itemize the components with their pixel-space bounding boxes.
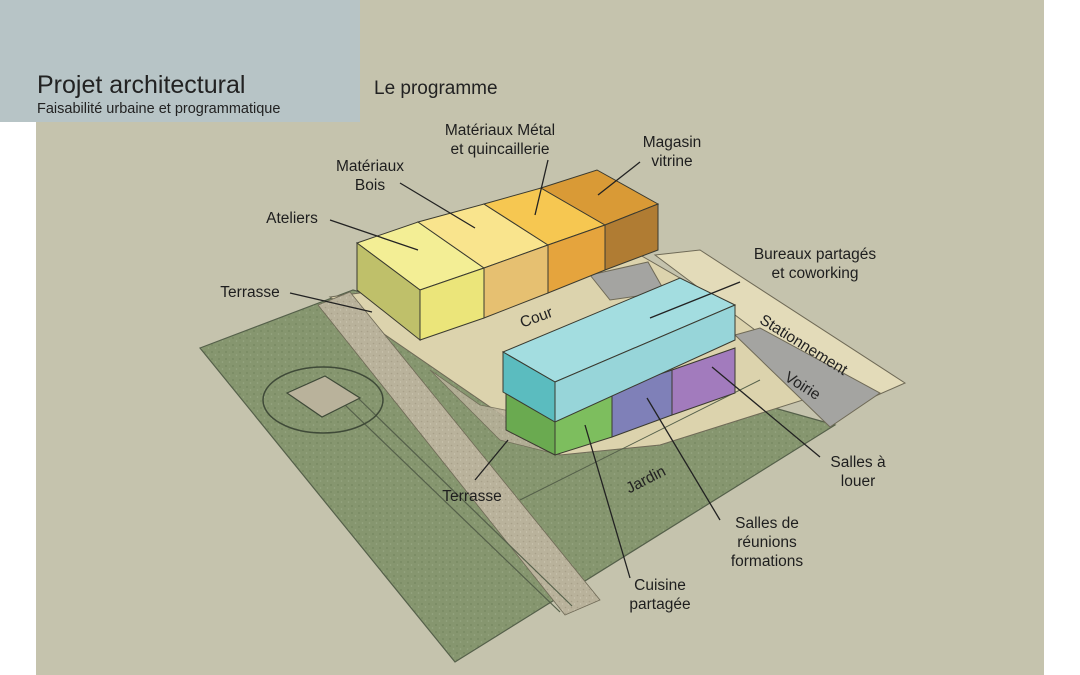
leader-bois — [399, 182, 476, 229]
terrace-top-path — [317, 291, 601, 616]
label-ateliers: Ateliers — [266, 210, 318, 227]
leader-metal — [534, 159, 549, 216]
leader-louer — [711, 366, 821, 458]
label-terrasse-bottom: Terrasse — [442, 488, 502, 505]
block-louer-front — [671, 347, 736, 416]
leader-lines — [289, 159, 821, 579]
garden-circle — [262, 366, 384, 434]
label-magasin: Magasin vitrine — [642, 134, 702, 170]
leader-cuisine — [584, 424, 631, 579]
road-strip — [734, 327, 881, 428]
garden-divider — [519, 379, 761, 501]
label-metal: Matériaux Métal et quincaillerie — [444, 122, 556, 158]
label-salles-louer: Salles à louer — [830, 454, 886, 490]
page-title: Projet architectural — [37, 71, 246, 99]
section-title: Le programme — [374, 78, 498, 99]
leader-terrasse-bottom — [474, 439, 509, 481]
label-bois: Matériaux Bois — [335, 158, 405, 194]
leader-magasin — [597, 161, 641, 196]
leader-terrasse-top — [289, 292, 373, 313]
label-bureaux: Bureaux partagés et coworking — [753, 246, 877, 282]
page-subtitle: Faisabilité urbaine et programmatique — [37, 101, 281, 117]
header-box — [0, 0, 360, 122]
garden-path-line-2 — [357, 397, 573, 607]
garden-path-line — [344, 404, 561, 613]
label-salles-reunions: Salles de réunions formations — [730, 515, 804, 570]
label-cuisine: Cuisine partagée — [629, 577, 691, 613]
leader-reunions — [646, 397, 721, 521]
garden-square — [285, 375, 362, 418]
block-magasin-front — [604, 203, 659, 271]
block-bureaux-front — [554, 304, 736, 423]
leader-ateliers — [329, 219, 419, 251]
label-terrasse-top: Terrasse — [220, 284, 280, 301]
leader-bureaux — [649, 281, 741, 319]
